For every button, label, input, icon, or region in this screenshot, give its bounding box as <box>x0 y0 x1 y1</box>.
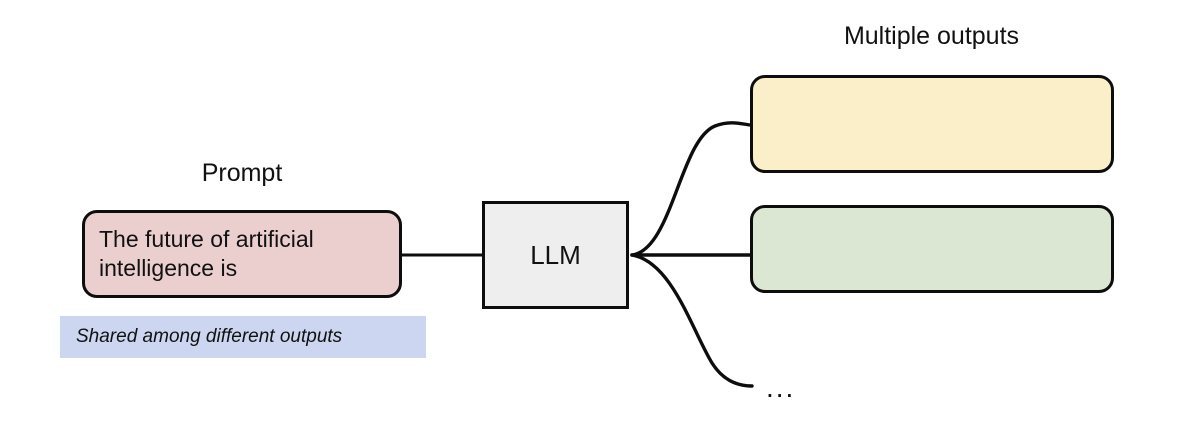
shared-among-outputs-note-text: Shared among different outputs <box>76 326 343 347</box>
llm-box[interactable]: LLM <box>482 201 629 309</box>
shared-among-outputs-note: Shared among different outputs <box>60 316 426 358</box>
output-box-2[interactable] <box>750 205 1114 293</box>
connector-llm-to-output-1 <box>630 121 752 257</box>
connector-llm-to-ellipsis <box>630 253 754 388</box>
output-box-1[interactable] <box>750 75 1114 173</box>
multiple-outputs-label: Multiple outputs <box>843 22 1020 50</box>
llm-box-label: LLM <box>530 239 581 270</box>
ellipsis-more-outputs: ... <box>766 372 796 403</box>
prompt-label: Prompt <box>201 159 283 187</box>
prompt-box[interactable]: The future of artificial intelligence is <box>82 210 402 298</box>
prompt-box-text: The future of artificial intelligence is <box>99 225 314 281</box>
